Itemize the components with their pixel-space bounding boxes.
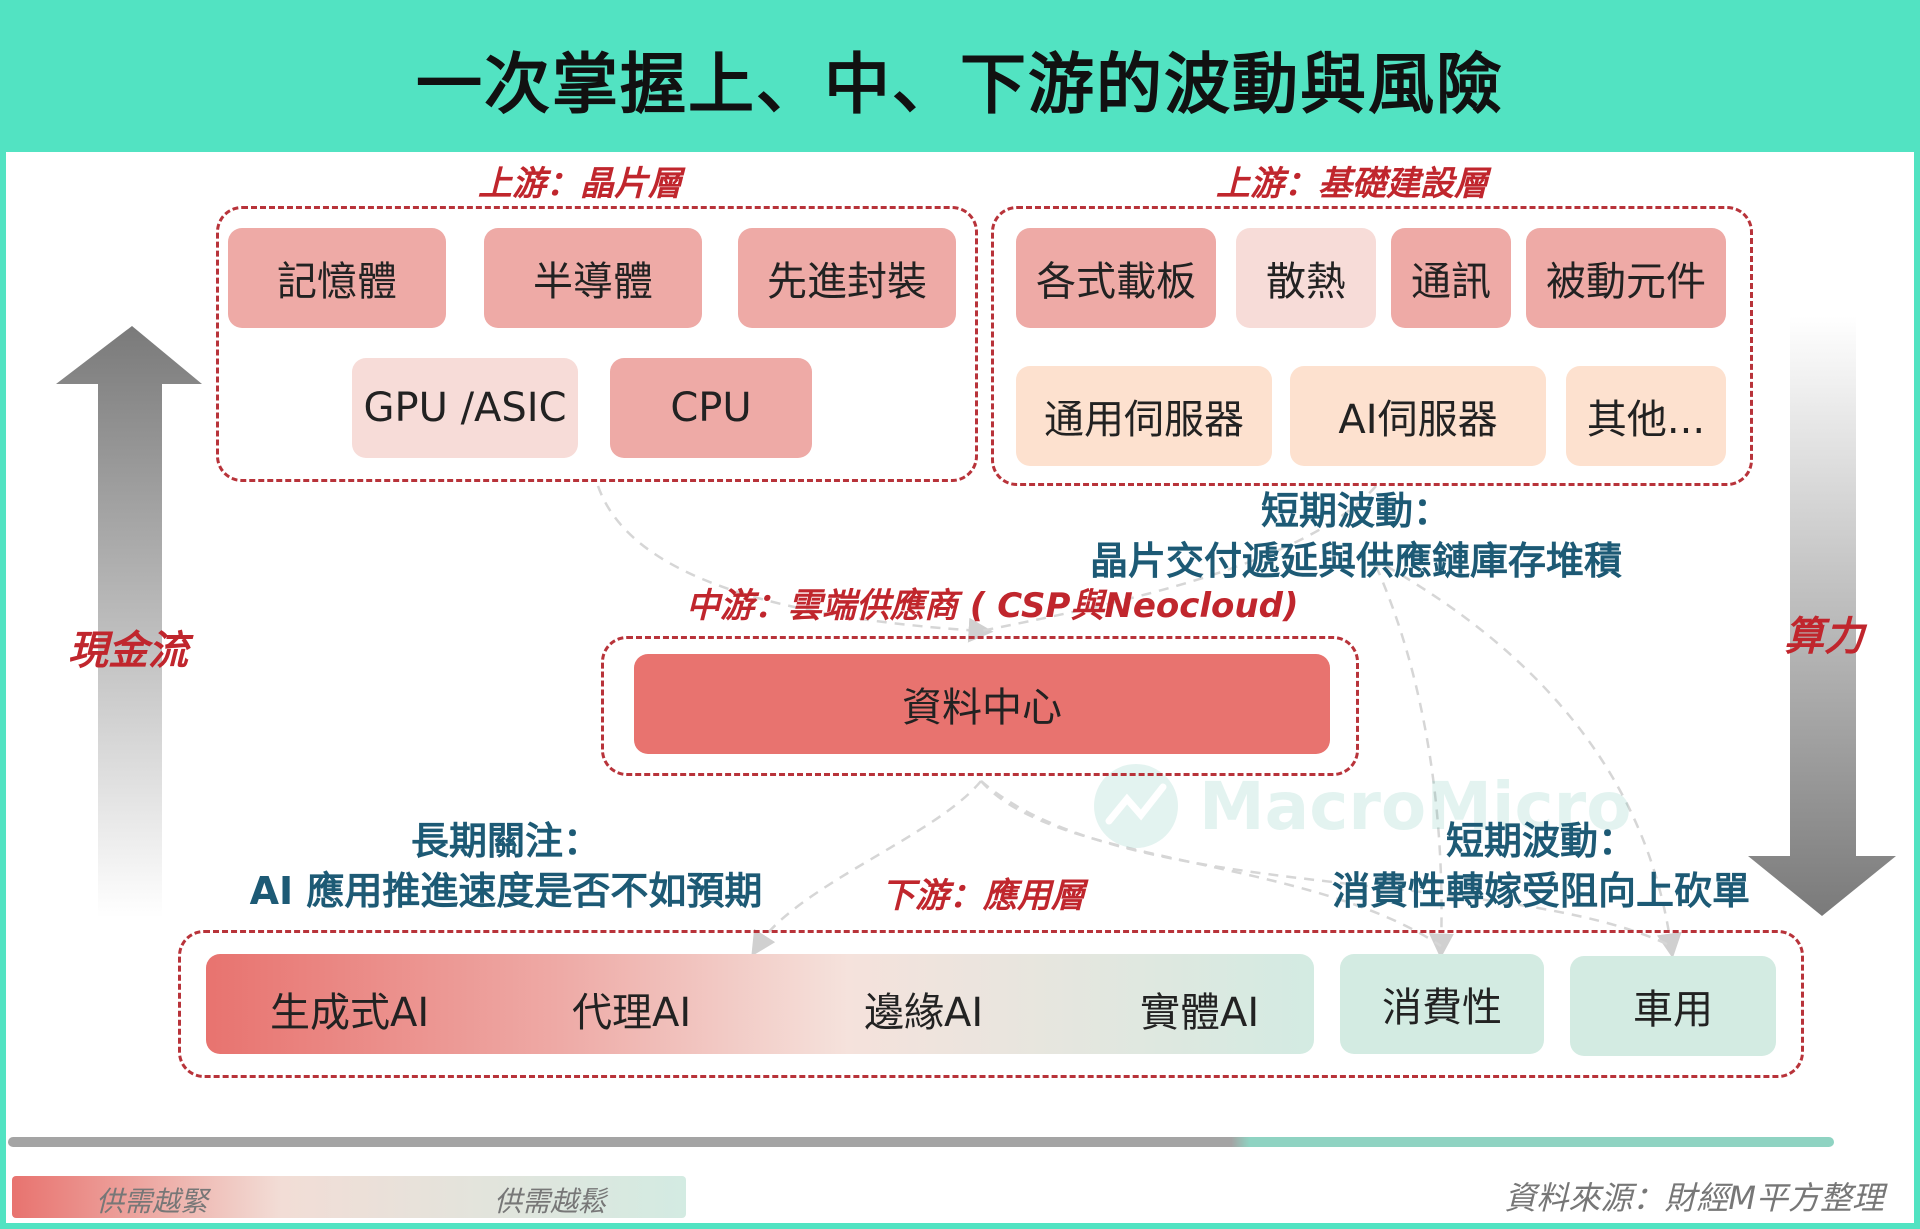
macromicro-logo-icon <box>1094 764 1178 848</box>
note-body: 消費性轉嫁受阻向上砍單 <box>1331 869 1750 913</box>
cash-flow-label: 現金流 <box>68 628 188 674</box>
flow-diagram <box>8 316 1896 1147</box>
note-heading: 短期波動： <box>1260 489 1451 533</box>
upstream-infra-group <box>991 206 1753 486</box>
page-title: 一次掌握上、中、下游的波動與風險 <box>416 46 1504 123</box>
short-term-downstream-note: 短期波動： 消費性轉嫁受阻向上砍單 <box>1306 816 1776 916</box>
advanced-packaging-box: 先進封裝 <box>738 228 956 328</box>
cash-flow-arrow <box>56 326 202 918</box>
memory-box: 記憶體 <box>228 228 446 328</box>
connector-infra-to-auto <box>1385 564 1682 959</box>
compute-arrow <box>1748 316 1896 916</box>
supply-demand-legend-bar <box>12 1176 686 1218</box>
others-box: 其他... <box>1566 366 1726 466</box>
communication-box: 通訊 <box>1391 228 1511 328</box>
long-term-note: 長期關注： AI 應用推進速度是否不如預期 <box>236 816 776 916</box>
ai-server-box: AI伺服器 <box>1290 366 1546 466</box>
substrate-box: 各式載板 <box>1016 228 1216 328</box>
upstream-chip-label: 上游：晶片層 <box>478 164 682 204</box>
data-center-box: 資料中心 <box>634 654 1330 754</box>
compute-label: 算力 <box>1784 614 1864 660</box>
legend-loose-label: 供需越鬆 <box>494 1185 607 1218</box>
upstream-chip-group <box>216 206 978 482</box>
watermark-text: MacroMicro <box>1199 767 1632 845</box>
connector-chip-to-dc-2 <box>980 485 1377 633</box>
source-note: 資料來源：財經M平方整理 <box>1504 1179 1884 1217</box>
midstream-label: 中游：雲端供應商 ( CSP與Neocloud) <box>686 586 1299 626</box>
midstream-group <box>601 636 1359 776</box>
downstream-group <box>178 930 1804 1078</box>
legend-tight-label: 供需越緊 <box>96 1185 209 1218</box>
watermark: MacroMicro <box>1091 761 1632 851</box>
short-term-upstream-note: 短期波動： 晶片交付遞延與供應鏈庫存堆積 <box>1046 486 1666 586</box>
passive-components-box: 被動元件 <box>1526 228 1726 328</box>
edge-ai-label: 邊緣AI <box>864 990 984 1036</box>
consumer-box: 消費性 <box>1340 954 1544 1054</box>
ai-application-spectrum <box>206 954 1314 1054</box>
note-body: 晶片交付遞延與供應鏈庫存堆積 <box>1089 539 1622 583</box>
header-bar: 一次掌握上、中、下游的波動與風險 <box>6 6 1914 152</box>
physical-ai-label: 實體AI <box>1140 990 1260 1036</box>
automotive-box: 車用 <box>1570 956 1776 1056</box>
cooling-box: 散熱 <box>1236 228 1376 328</box>
downstream-label: 下游：應用層 <box>881 876 1085 916</box>
generative-ai-label: 生成式AI <box>270 990 430 1036</box>
agentic-ai-label: 代理AI <box>572 990 692 1036</box>
timeline-bar <box>8 1137 1834 1147</box>
note-heading: 長期關注： <box>410 819 601 863</box>
note-heading: 短期波動： <box>1445 819 1636 863</box>
cpu-box: CPU <box>610 358 812 458</box>
gpu-asic-box: GPU /ASIC <box>352 358 578 458</box>
semiconductor-box: 半導體 <box>484 228 702 328</box>
connector-dc-to-app <box>751 780 982 957</box>
upstream-infra-label: 上游：基礎建設層 <box>1216 164 1488 204</box>
note-body: AI 應用推進速度是否不如預期 <box>249 869 763 913</box>
general-server-box: 通用伺服器 <box>1016 366 1272 466</box>
connector-infra-to-consumer <box>1374 565 1454 959</box>
